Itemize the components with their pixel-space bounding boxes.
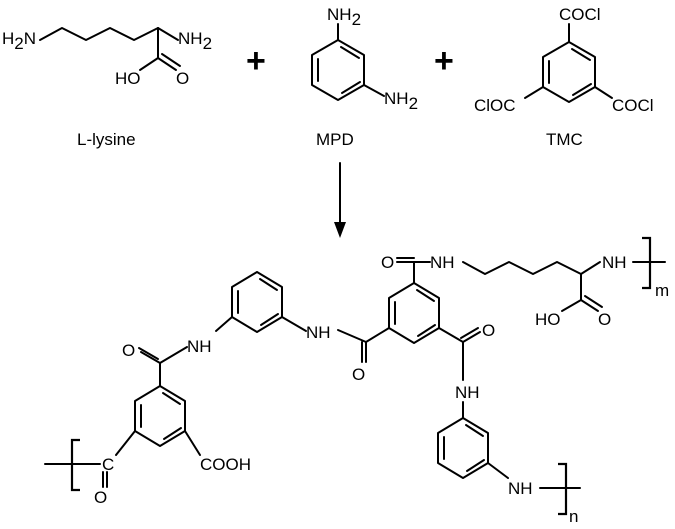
bracket-m-label: m	[655, 281, 669, 300]
left-amide-nh-label: NH	[187, 337, 212, 356]
top-amide-o-label: O	[381, 253, 394, 272]
lysine-residue-c-o-bond-1	[580, 299, 599, 312]
lysine-c-o-bond-1	[157, 57, 177, 71]
bracket-n	[558, 462, 568, 516]
product-structure: O NH NH m HO O O NH NH O	[44, 236, 669, 526]
central-ring	[388, 282, 440, 344]
lower-mpd-n-bond	[487, 462, 509, 479]
top-amide-nh-label: NH	[430, 253, 455, 272]
lysine-nh2-label: NH2	[178, 29, 212, 53]
lower-mpd-ring	[437, 417, 489, 479]
tmc-ring	[542, 41, 596, 103]
left-amide-co-2	[138, 347, 159, 360]
tmc-name: TMC	[546, 130, 583, 149]
lysine-residue-c-o-bond-2	[584, 295, 603, 308]
lysine-c-oh-bond	[139, 57, 159, 71]
mpd-name: MPD	[316, 130, 354, 149]
mpd-structure: NH2 NH2 MPD	[311, 5, 418, 149]
right-amide-ring-bond	[438, 327, 464, 343]
left-carbonyl-ring-bond	[115, 430, 136, 456]
center-amide-nh-label: NH	[306, 323, 331, 342]
upper-mpd-ring	[231, 271, 283, 333]
lysine-ho-label: HO	[115, 69, 141, 88]
lysine-residue-nh-label: NH	[602, 253, 627, 272]
lysine-structure: H2N NH2 HO O L-lysine	[2, 27, 212, 149]
cooh-bond	[184, 430, 201, 456]
lysine-h2n-label: H2N	[2, 29, 36, 53]
arrow-head	[334, 222, 346, 238]
center-amide-o-label: O	[352, 365, 365, 384]
right-amide-co-2	[460, 327, 479, 339]
right-amide-o-label: O	[482, 321, 495, 340]
tmc-cocl-right-label: COCl	[612, 96, 654, 115]
tmc-left-bond	[524, 86, 544, 99]
lower-mpd-ring-double-3	[465, 424, 484, 437]
central-ring-double-3	[416, 289, 435, 302]
tmc-structure: COCl ClOC COCl TMC	[474, 5, 654, 149]
left-carbonyl-o-label: O	[94, 488, 107, 507]
bracket-n-label: n	[569, 507, 578, 526]
lysine-o-label: O	[176, 69, 189, 88]
lysine-alpha-amine-bond	[157, 27, 179, 41]
lower-left-ring-double-2	[163, 427, 182, 440]
tmc-ring-double-2	[572, 83, 592, 96]
tmc-cocl-top-label: COCl	[559, 5, 601, 24]
mpd-nh2-top-label: NH2	[327, 5, 361, 29]
left-amide-co-1	[140, 351, 161, 364]
lysine-residue-o-label: O	[598, 310, 611, 329]
lysine-residue-alpha-n-bond	[580, 261, 601, 275]
lower-mpd-ring-double-2	[466, 459, 485, 472]
left-amide-cn-bond	[159, 346, 188, 364]
central-ring-double-2	[417, 324, 436, 337]
tmc-cocl-left-label: ClOC	[474, 96, 516, 115]
lysine-chain-bonds	[39, 27, 159, 41]
lower-left-ring	[134, 385, 186, 447]
reaction-arrow	[334, 162, 346, 238]
center-amide-cn-bond	[337, 329, 367, 343]
lysine-c-o-bond-2	[161, 53, 181, 67]
plus-sign-1: +	[246, 42, 266, 80]
right-amide-co-1	[462, 331, 481, 343]
left-bracket	[70, 438, 80, 492]
right-amide-nh-label: NH	[455, 383, 480, 402]
mpd-ring-double-3	[340, 46, 360, 59]
lysine-residue-c-oh-bond	[561, 299, 582, 312]
upper-mpd-ring-double-2	[260, 313, 279, 326]
bracket-m	[642, 236, 652, 290]
cooh-label: COOH	[200, 455, 251, 474]
tmc-right-bond	[594, 86, 613, 99]
upper-mpd-left-n-bond	[215, 316, 233, 332]
upper-mpd-right-n-bond	[281, 316, 307, 332]
upper-mpd-ring-double-3	[259, 278, 278, 291]
left-amide-o-label: O	[122, 341, 135, 360]
left-carbonyl-c-label: C	[102, 455, 114, 474]
mpd-ring-double-2	[341, 81, 361, 94]
mpd-ring	[311, 39, 365, 101]
lysine-residue-chain	[462, 261, 582, 275]
lower-mpd-nh-label: NH	[508, 479, 533, 498]
plus-sign-2: +	[434, 42, 454, 80]
lysine-name: L-lysine	[77, 130, 136, 149]
lysine-residue-ho-label: HO	[535, 310, 561, 329]
tmc-ring-double-3	[571, 48, 591, 61]
lower-left-ring-double-3	[162, 392, 181, 405]
mpd-nh2-bottom-label: NH2	[384, 89, 418, 113]
center-amide-ring-bond	[365, 327, 390, 343]
mpd-bottom-n-bond	[363, 84, 385, 97]
